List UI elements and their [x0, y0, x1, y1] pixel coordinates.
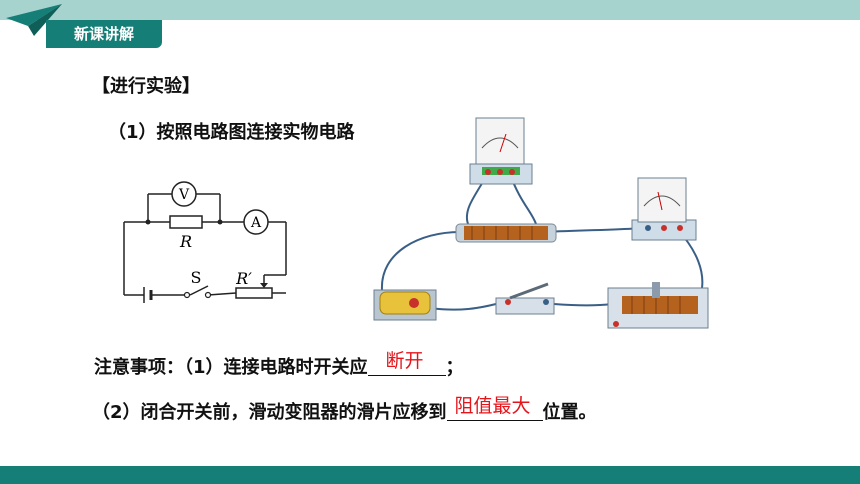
- voltmeter-symbol: [171, 181, 197, 207]
- rheostat-symbol: [235, 287, 273, 299]
- paper-plane-icon: [6, 4, 62, 36]
- section-tab: 新课讲解: [46, 20, 162, 48]
- switch-label: S: [191, 268, 202, 287]
- note-line-2: （2）闭合开关前，滑动变阻器的滑片应移到阻值最大位置。: [92, 395, 597, 424]
- bottom-bar: [0, 466, 860, 484]
- battery-device: [373, 289, 437, 321]
- physical-circuit-illustration: [373, 117, 709, 329]
- voltmeter-label: V: [178, 187, 190, 203]
- answer-1: 断开: [385, 350, 424, 372]
- answer-blank-1: 断开: [367, 350, 446, 376]
- resistor-symbol: [169, 215, 203, 229]
- circuit-diagram: V A R S R′: [123, 181, 287, 303]
- page-heading: 【进行实验】: [92, 76, 200, 97]
- switch-device: [495, 282, 555, 315]
- ammeter-device: [631, 177, 697, 241]
- resistor-label: R: [179, 232, 192, 251]
- resistor-device: [455, 223, 557, 243]
- rheostat-device: [607, 282, 709, 329]
- note-line-1: 注意事项：（1）连接电路时开关应断开 ；: [94, 350, 464, 379]
- step-1-text: （1）按照电路图连接实物电路: [108, 122, 355, 143]
- ammeter-label: A: [250, 215, 262, 231]
- top-bar: [0, 0, 860, 20]
- note-suffix: ；: [445, 357, 464, 378]
- answer-blank-2: 阻值最大: [446, 395, 543, 421]
- note-prefix: 注意事项：（1）连接电路时开关应: [94, 357, 368, 378]
- step-2-suffix: 位置。: [542, 402, 597, 423]
- rheostat-label: R′: [235, 269, 252, 288]
- answer-2: 阻值最大: [454, 395, 531, 417]
- voltmeter-device: [469, 117, 533, 185]
- step-2-prefix: （2）闭合开关前，滑动变阻器的滑片应移到: [92, 402, 447, 423]
